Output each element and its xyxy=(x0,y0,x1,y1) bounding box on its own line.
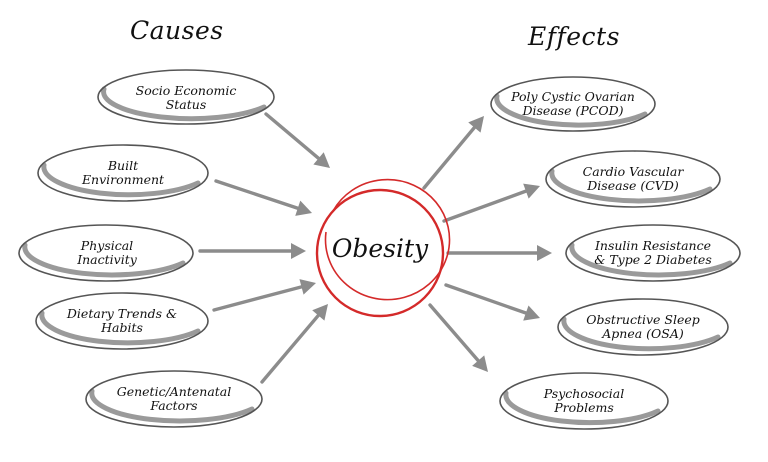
arrow-cause-1 xyxy=(214,179,312,216)
cause-built-environment: Built Environment xyxy=(81,158,165,187)
arrow-cause-2 xyxy=(198,243,306,259)
node-ellipses xyxy=(18,69,741,430)
cause-4-ellipse xyxy=(85,370,263,428)
arrow-effect-1 xyxy=(442,183,540,223)
causes-heading: Causes xyxy=(130,16,224,45)
arrow-cause-0 xyxy=(264,112,330,168)
cause-2-ellipse xyxy=(18,224,194,282)
arrow-cause-4 xyxy=(260,304,328,384)
effect-4-ellipse xyxy=(499,372,669,430)
cause-dietary-trends: Dietary Trends & Habits xyxy=(66,306,178,335)
cause-3-ellipse xyxy=(35,292,209,350)
cause-0-ellipse xyxy=(97,69,275,125)
center-label: Obesity xyxy=(331,234,429,263)
effect-cvd: Cardio Vascular Disease (CVD) xyxy=(582,164,684,193)
effect-insulin-diabetes: Insulin Resistance & Type 2 Diabetes xyxy=(594,238,712,267)
arrows xyxy=(198,112,552,384)
effect-3-ellipse xyxy=(557,298,729,356)
arrow-effect-2 xyxy=(446,245,552,261)
cause-physical-inactivity: Physical Inactivity xyxy=(77,238,137,267)
cause-1-ellipse xyxy=(37,144,209,202)
effect-2-ellipse xyxy=(565,224,741,282)
effect-psychosocial: Psychosocial Problems xyxy=(543,386,625,415)
effects-heading: Effects xyxy=(528,22,620,51)
effect-osa: Obstructive Sleep Apnea (OSA) xyxy=(586,312,700,341)
effect-1-ellipse xyxy=(545,150,721,208)
arrow-cause-3 xyxy=(212,279,316,312)
arrow-effect-3 xyxy=(444,283,540,321)
arrow-effect-4 xyxy=(428,303,488,372)
arrow-effect-0 xyxy=(422,116,484,190)
effect-0-ellipse xyxy=(490,76,656,132)
effect-pcod: Poly Cystic Ovarian Disease (PCOD) xyxy=(511,89,635,118)
cause-genetic-antenatal: Genetic/Antenatal Factors xyxy=(116,384,232,413)
center-ring xyxy=(315,178,451,318)
center-ring-inner xyxy=(324,178,451,301)
center-ring-outer xyxy=(315,188,445,318)
cause-socio-economic: Socio Economic Status xyxy=(135,83,237,112)
